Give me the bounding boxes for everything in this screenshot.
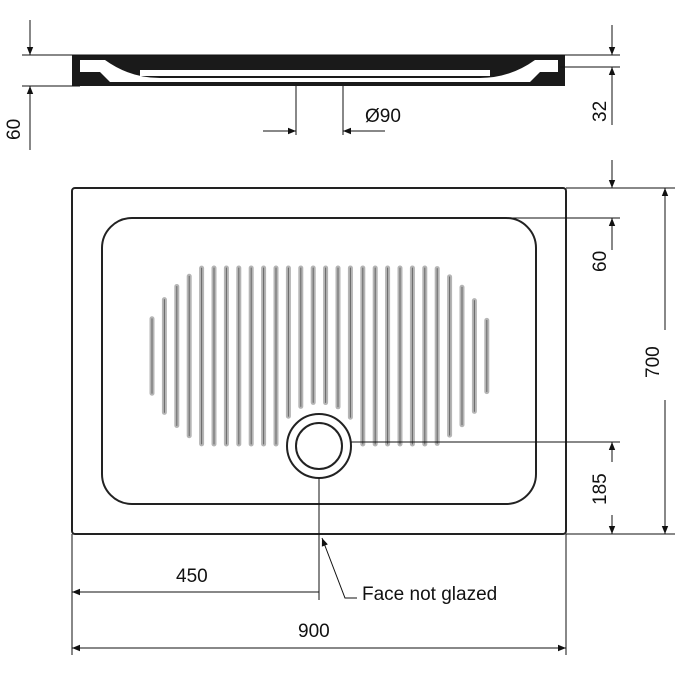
dim-rim-label: 32 [590,101,611,122]
note-face-not-glazed: Face not glazed [362,584,497,605]
dim-height-label: 60 [4,119,25,140]
dim-half-width-label: 450 [176,566,208,587]
dim-depth-label: 700 [643,346,664,378]
plan-view: 60 700 185 450 900 Face not glazed [71,160,675,655]
dim-drain-offset-label: 185 [590,473,611,505]
dim-drain-label: Ø90 [365,106,401,127]
drain-inner [295,422,343,470]
side-view: 60 32 Ø90 [4,20,620,150]
dim-rim-width-label: 60 [590,251,611,272]
dim-width-label: 900 [298,621,330,642]
grooves [149,265,490,447]
